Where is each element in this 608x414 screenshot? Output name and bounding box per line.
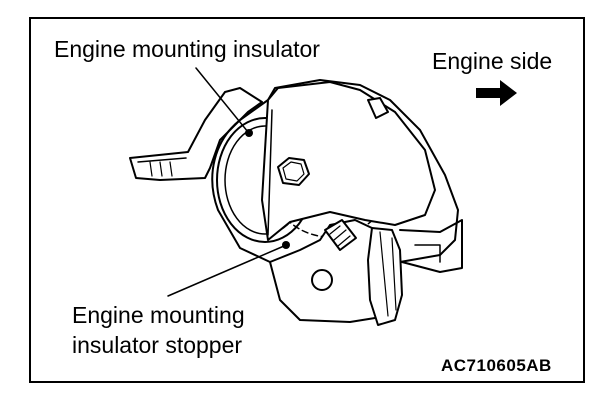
stopper-plate — [261, 81, 436, 241]
engine-side-label: Engine side — [432, 48, 553, 74]
right-arrow-icon — [476, 80, 517, 106]
insulator-stopper-label-line2: insulator stopper — [72, 332, 243, 358]
rubber-block — [367, 227, 403, 326]
engine-mounting-insulator-label: Engine mounting insulator — [54, 36, 320, 62]
insulator-stopper-label: Engine mounting insulator stopper — [72, 300, 245, 360]
insulator-stopper-label-line1: Engine mounting — [72, 302, 245, 328]
figure-code: AC710605AB — [441, 356, 552, 375]
mount-bracket-arm — [129, 87, 263, 181]
